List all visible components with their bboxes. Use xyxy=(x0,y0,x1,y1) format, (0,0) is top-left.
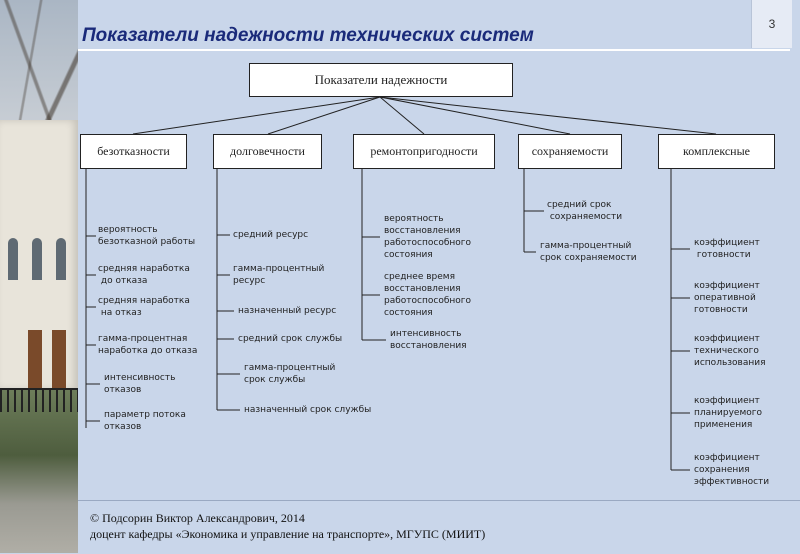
category-reliability: безотказности xyxy=(80,134,187,169)
indicator-item: гамма-процентный ресурс xyxy=(233,264,325,286)
indicator-item: коэффициент планируемого применения xyxy=(694,396,762,430)
indicator-item: интенсивность восстановления xyxy=(390,329,467,351)
category-durability: долговечности xyxy=(213,134,322,169)
indicator-item: средняя наработка до отказа xyxy=(98,264,190,286)
category-complex: комплексные xyxy=(658,134,775,169)
indicator-item: коэффициент сохранения эффективности xyxy=(694,453,770,487)
indicator-item: коэффициент готовности xyxy=(694,238,760,260)
indicator-item: назначенный ресурс xyxy=(238,306,337,316)
indicator-item: средний ресурс xyxy=(233,230,309,240)
building-door xyxy=(28,330,42,390)
fence xyxy=(0,388,78,412)
building-door xyxy=(52,330,66,390)
indicator-item: гамма-процентный срок службы xyxy=(244,363,336,385)
indicator-item: вероятность восстановления работоспособн… xyxy=(384,214,472,260)
indicator-item: средний срок сохраняемости xyxy=(547,200,623,222)
ground xyxy=(0,390,78,553)
building-window xyxy=(8,238,18,280)
indicator-item: средний срок службы xyxy=(238,334,343,344)
slide-title: Показатели надежности технических систем xyxy=(82,25,534,46)
indicator-item: среднее время восстановления работоспосо… xyxy=(384,272,472,318)
campus-photo xyxy=(0,0,78,553)
footer-author: © Подсорин Виктор Александрович, 2014 xyxy=(90,511,305,525)
footer-affiliation: доцент кафедры «Экономика и управление н… xyxy=(90,527,486,541)
indicator-item: гамма-процентный срок сохраняемости xyxy=(540,241,637,263)
building-window xyxy=(56,238,66,280)
indicator-item: коэффициент технического использования xyxy=(694,334,766,368)
indicator-item: параметр потока отказов xyxy=(104,410,186,432)
indicator-item: гамма-процентная наработка до отказа xyxy=(98,334,198,356)
indicator-item: интенсивность отказов xyxy=(104,373,176,395)
building-window xyxy=(32,238,42,280)
indicator-item: средняя наработка на отказ xyxy=(98,296,190,318)
root-node: Показатели надежности xyxy=(249,63,513,97)
category-maintainability: ремонтопригодности xyxy=(353,134,495,169)
page-number: 3 xyxy=(751,0,792,48)
indicator-item: коэффициент оперативной готовности xyxy=(694,281,760,315)
indicator-item: назначенный срок службы xyxy=(244,405,372,415)
indicator-item: вероятность безотказной работы xyxy=(98,225,196,247)
category-storability: сохраняемости xyxy=(518,134,622,169)
footer xyxy=(78,500,800,554)
title-underline xyxy=(78,49,790,51)
